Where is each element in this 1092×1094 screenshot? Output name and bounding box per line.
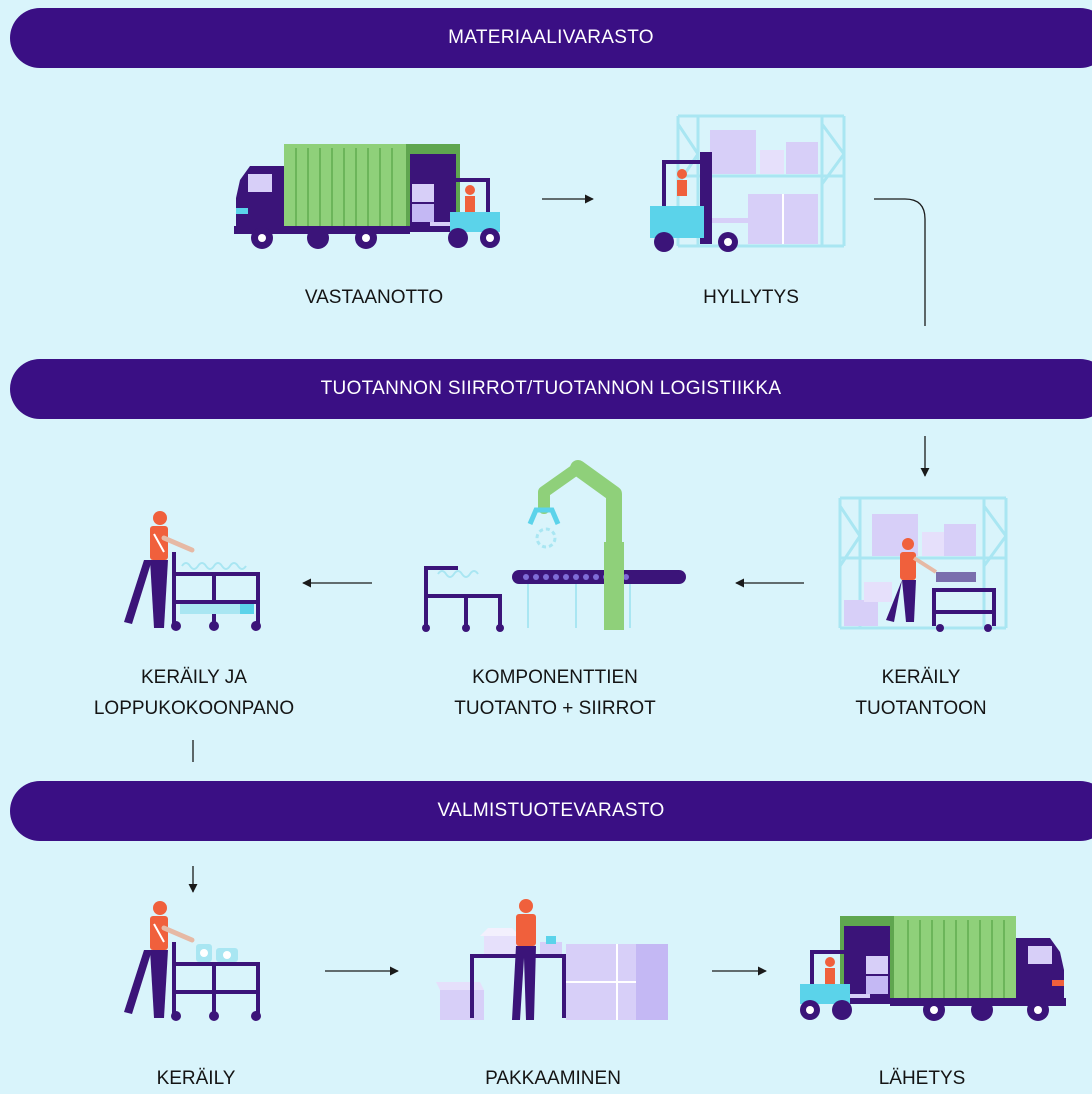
forklift-shelf-icon xyxy=(650,114,846,252)
step-label-pakkaaminen: PAKKAAMINEN xyxy=(485,1068,621,1089)
robot-conveyor-icon xyxy=(422,460,686,632)
step-label-keraily: KERÄILY xyxy=(156,1068,236,1089)
truck-forklift-icon xyxy=(234,144,500,249)
connector-curve xyxy=(874,198,926,326)
worker-cart-icon xyxy=(124,511,261,631)
section-title: MATERIAALIVARASTO xyxy=(448,27,654,48)
section-title: TUOTANNON SIIRROT/TUOTANNON LOGISTIIKKA xyxy=(320,378,782,399)
forklift-truck-icon xyxy=(800,916,1066,1021)
step-label-lahetys: LÄHETYS xyxy=(878,1068,966,1089)
section-band-valmistuotevarasto: VALMISTUOTEVARASTO xyxy=(10,781,1092,841)
section-band-tuotannon-logistiikka: TUOTANNON SIIRROT/TUOTANNON LOGISTIIKKA xyxy=(10,359,1092,419)
worker-cart-icon xyxy=(124,901,261,1021)
section-band-materiaalivarasto: MATERIAALIVARASTO xyxy=(10,8,1092,68)
step-label-vastaanotto: VASTAANOTTO xyxy=(304,287,444,308)
step-label-keraily-tuotantoon: KERÄILY TUOTANTOON xyxy=(855,667,987,719)
packing-table-icon xyxy=(436,899,668,1020)
picker-shelf-icon xyxy=(838,496,1008,632)
step-label-keraily-ja-loppukokoonpano: KERÄILY JA LOPPUKOKOONPANO xyxy=(93,667,295,719)
section-title: VALMISTUOTEVARASTO xyxy=(437,800,665,821)
step-label-hyllytys: HYLLYTYS xyxy=(703,287,799,308)
step-label-komponenttien-tuotanto: KOMPONENTTIEN TUOTANTO + SIIRROT xyxy=(454,667,656,719)
